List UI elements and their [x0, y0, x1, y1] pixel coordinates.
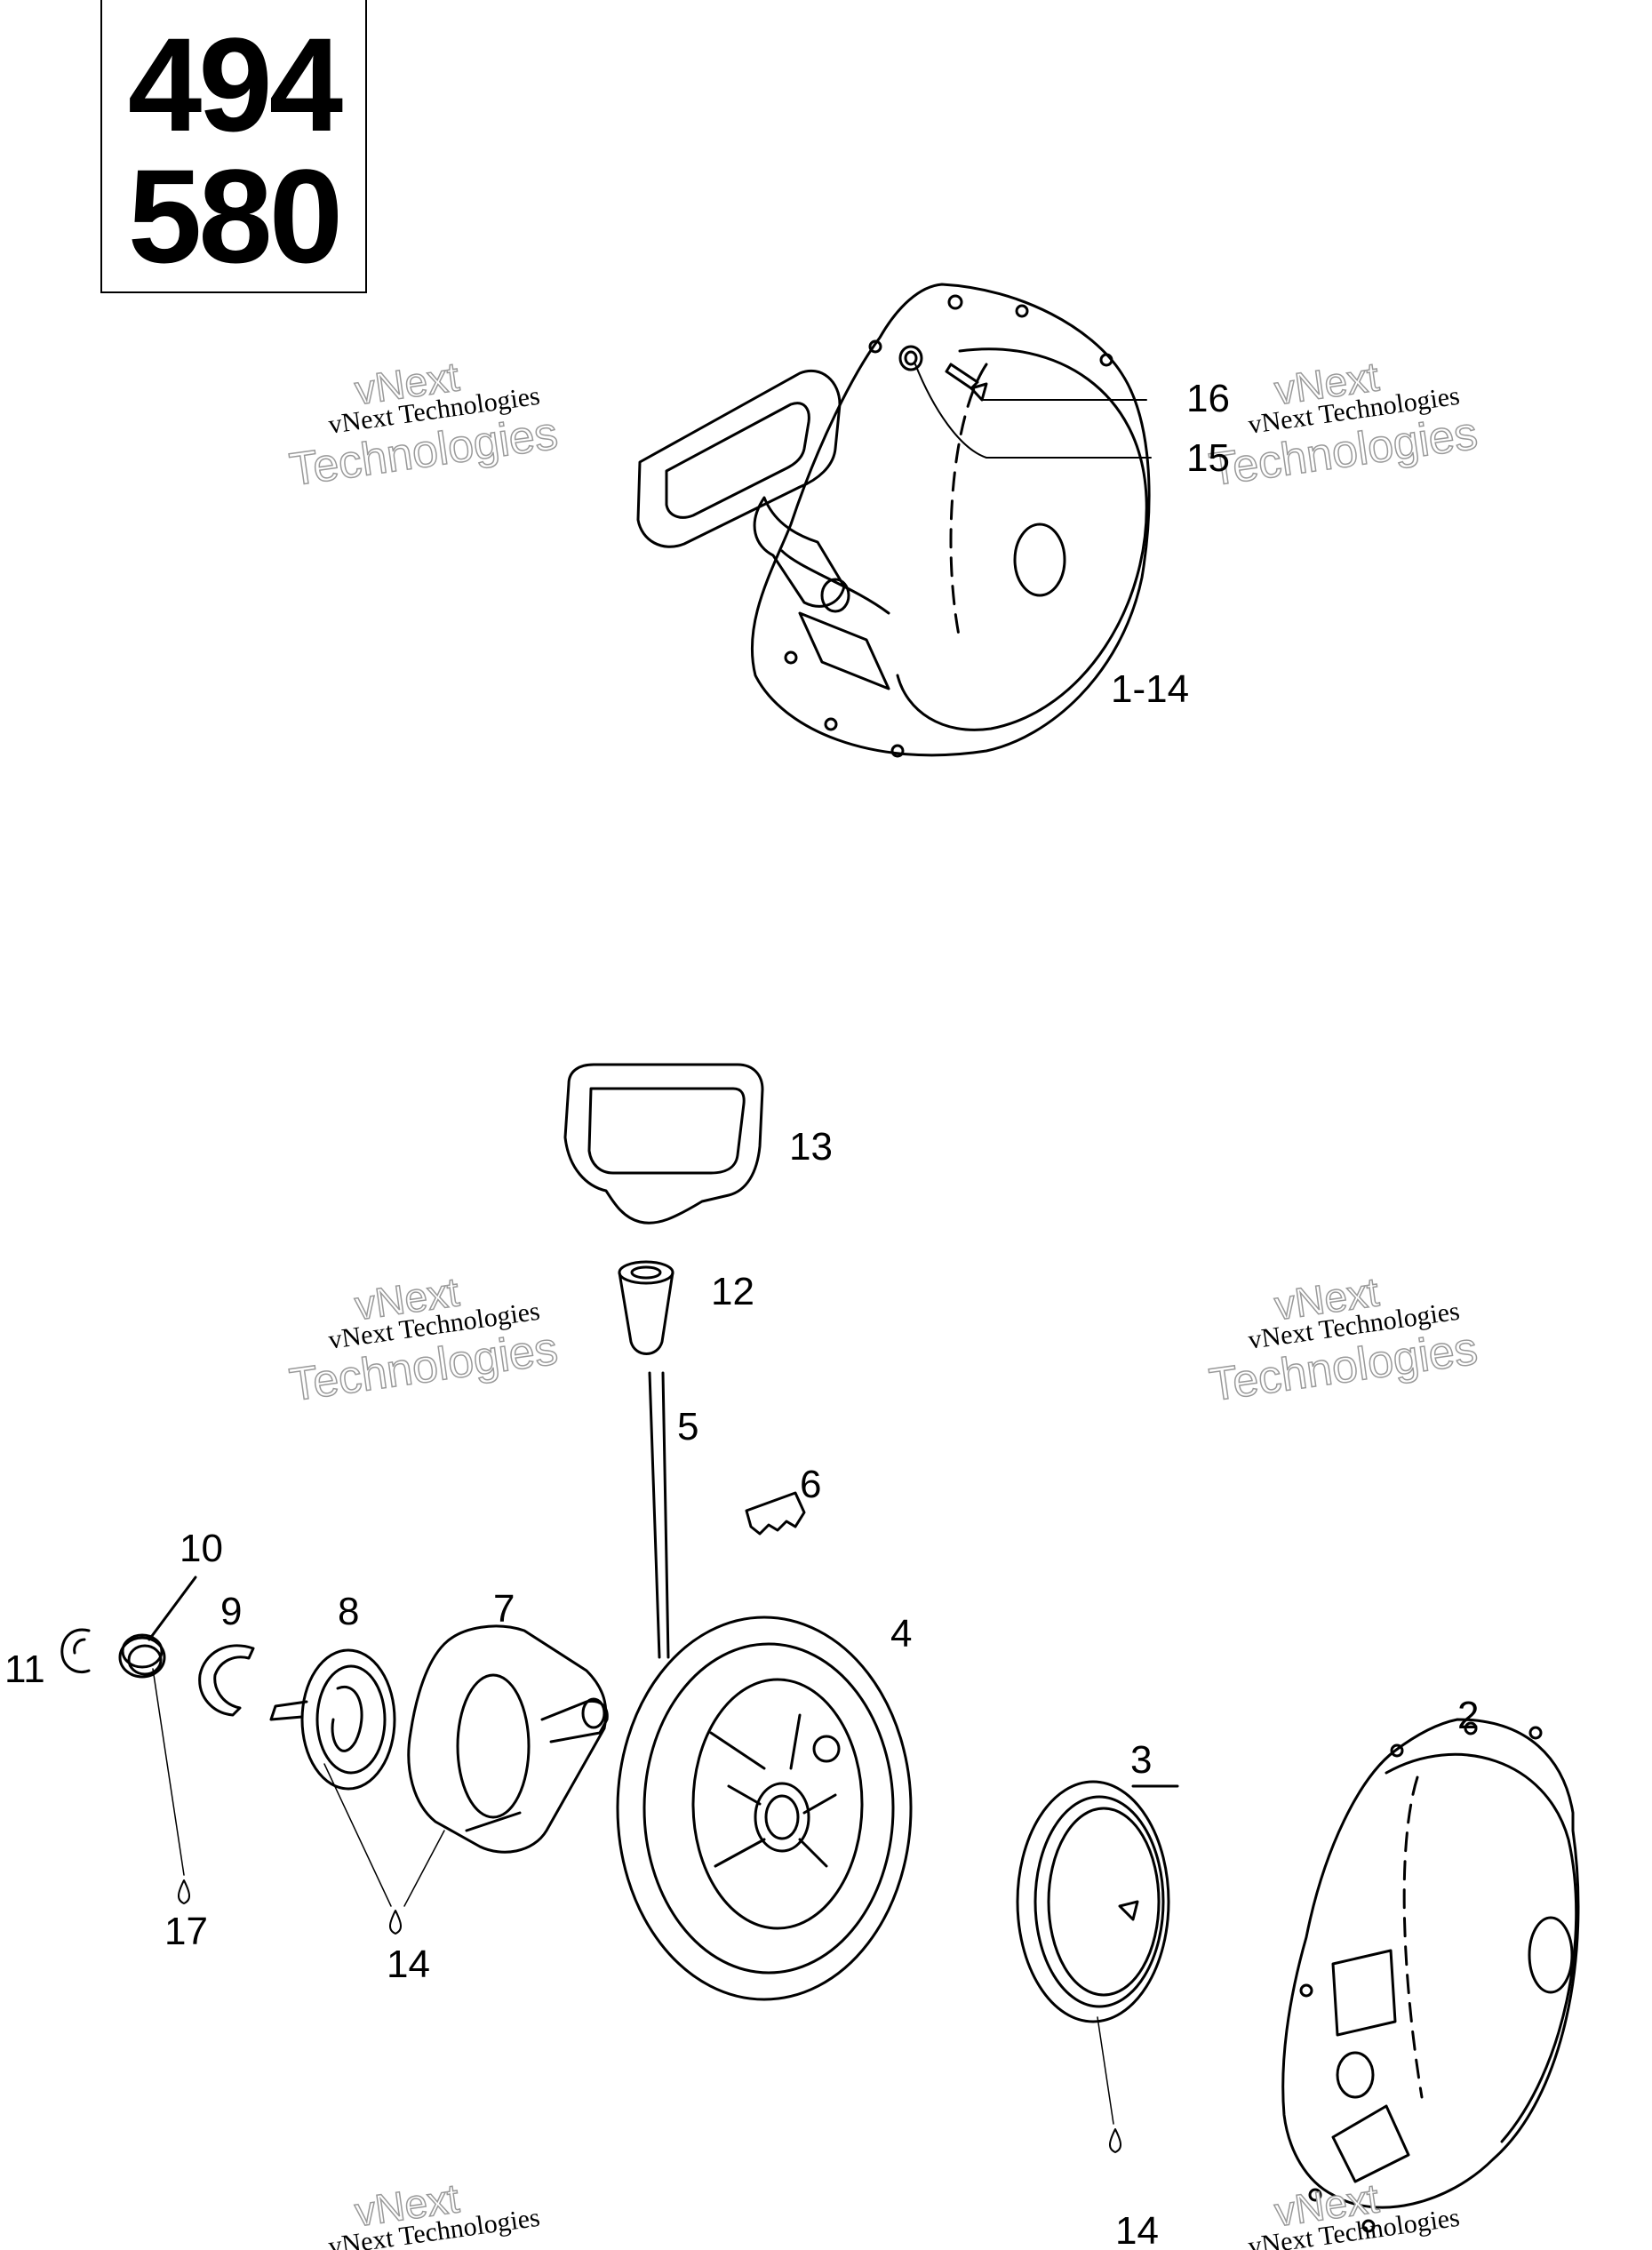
callout-7: 7	[493, 1587, 515, 1631]
part-7-ratchet-plate	[407, 1624, 609, 1854]
callout-16: 16	[1186, 377, 1230, 420]
model-number-494: 494	[127, 10, 343, 159]
watermark-5: vNext vNext Technologies	[326, 2174, 541, 2250]
part-6-pawl	[745, 1491, 806, 1536]
callout-10: 10	[180, 1527, 223, 1570]
callout-4: 4	[890, 1612, 912, 1656]
part-13-handle	[563, 1063, 764, 1225]
starter-assembly-complete	[636, 283, 1152, 758]
grease-drop-icon	[1109, 2128, 1121, 2153]
watermark-2: vNext vNext Technologies Technologies	[1206, 353, 1481, 497]
callouts: 16 15 1-14 13 12 5 6 4 10 9 8 7 11 17 14…	[4, 377, 1479, 2250]
callout-14-right: 14	[1115, 2209, 1159, 2250]
callout-17: 17	[164, 1910, 208, 1953]
callout-15: 15	[1186, 436, 1230, 480]
callout-12: 12	[711, 1270, 754, 1313]
part-5-starter-rope	[648, 1371, 670, 1659]
part-3-rewind-spring	[1016, 1780, 1179, 2023]
callout-8: 8	[338, 1590, 359, 1633]
callout-9: 9	[220, 1590, 242, 1633]
part-12-rope-insert	[618, 1260, 674, 1355]
part-11-retaining-ring	[60, 1628, 91, 1674]
watermark-3: vNext vNext Technologies Technologies	[286, 1268, 562, 1412]
watermark-1: vNext vNext Technologies Technologies	[286, 353, 562, 497]
leader-lines	[152, 1668, 1114, 2125]
model-number-box: 494 580	[100, 0, 367, 293]
callout-13: 13	[789, 1125, 833, 1169]
callout-3: 3	[1130, 1738, 1152, 1782]
watermark-6: vNext vNext Technologies	[1246, 2174, 1461, 2250]
callout-2: 2	[1457, 1694, 1479, 1737]
callout-11: 11	[4, 1648, 45, 1691]
grease-drop-icon	[178, 1879, 190, 1904]
part-9-circlip	[198, 1644, 255, 1717]
part-8-spring-cover	[269, 1648, 396, 1791]
callout-5: 5	[677, 1405, 698, 1448]
part-4-rope-pulley	[616, 1616, 913, 2001]
part-10-spring	[118, 1576, 197, 1679]
grease-drop-icon	[389, 1910, 402, 1935]
callout-assembly: 1-14	[1111, 667, 1189, 711]
callout-6: 6	[800, 1463, 821, 1506]
model-number-580: 580	[127, 141, 343, 291]
part-2-starter-housing	[1281, 1718, 1580, 2233]
watermark-4: vNext vNext Technologies Technologies	[1206, 1268, 1481, 1412]
callout-14-left: 14	[387, 1943, 430, 1986]
